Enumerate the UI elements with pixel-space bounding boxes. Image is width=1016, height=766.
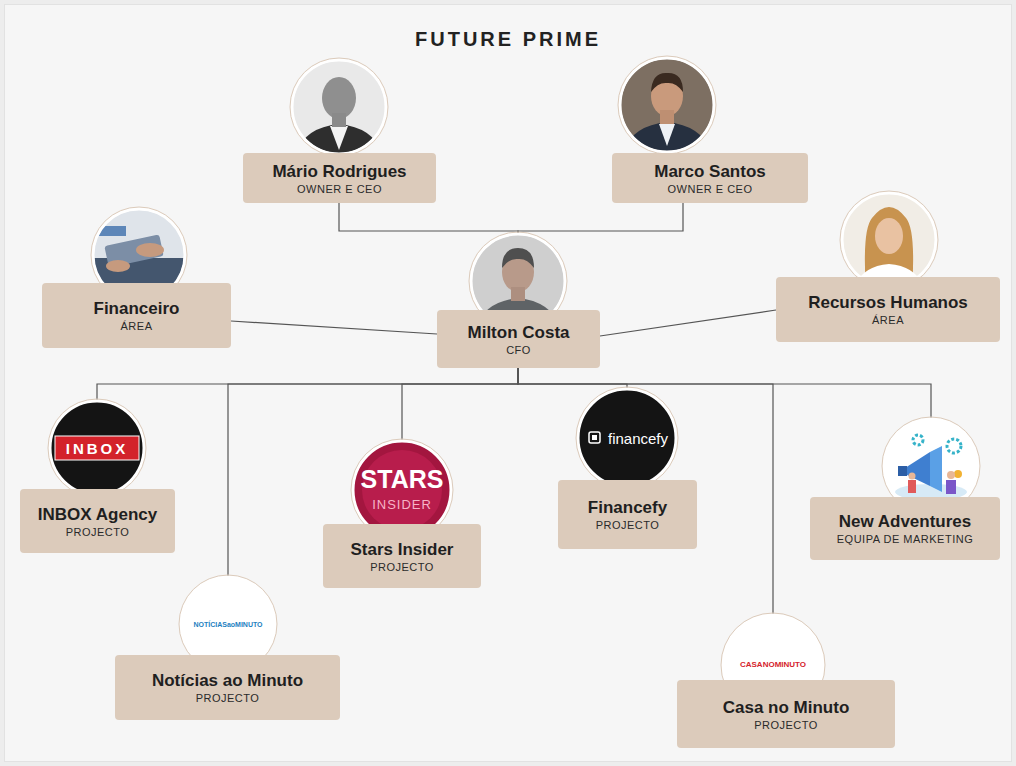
portrait — [290, 58, 390, 160]
org-box: Stars InsiderPROJECTO — [323, 524, 481, 588]
box-heading: Casa no Minuto — [723, 697, 850, 718]
box-subtitle: OWNER E CEO — [297, 182, 382, 196]
box-heading: Recursos Humanos — [808, 292, 968, 313]
box-heading: Marco Santos — [654, 161, 765, 182]
org-box: Recursos HumanosÁREA — [776, 277, 1000, 342]
box-subtitle: ÁREA — [872, 313, 904, 327]
org-connector — [231, 321, 437, 334]
org-box: Mário RodriguesOWNER E CEO — [243, 153, 436, 203]
background-panel — [4, 4, 1012, 762]
logo-text: NOTÍCIASaoMINUTO — [193, 621, 262, 628]
box-subtitle: PROJECTO — [196, 691, 260, 705]
box-heading: Financeiro — [94, 298, 180, 319]
org-box: Casa no MinutoPROJECTO — [677, 680, 895, 748]
box-subtitle: EQUIPA DE MARKETING — [837, 532, 973, 546]
org-box: Marco SantosOWNER E CEO — [612, 153, 808, 203]
diagram-title: FUTURE PRIME — [0, 28, 1016, 51]
org-connector — [600, 310, 776, 336]
org-box: Notícias ao MinutoPROJECTO — [115, 655, 340, 720]
box-subtitle: PROJECTO — [754, 718, 818, 732]
box-subtitle: ÁREA — [121, 319, 153, 333]
logo-text: financefy — [608, 431, 668, 446]
financefy-logo — [576, 387, 678, 489]
portrait — [618, 56, 718, 158]
org-connector — [518, 368, 931, 497]
org-box: FinanceiroÁREA — [42, 283, 231, 348]
org-box: Milton CostaCFO — [437, 310, 600, 368]
org-box: FinancefyPROJECTO — [558, 480, 697, 549]
org-box: New AdventuresEQUIPA DE MARKETING — [810, 497, 1000, 560]
connector-line — [518, 368, 931, 497]
logo-text: STARS — [361, 467, 444, 492]
box-subtitle: PROJECTO — [370, 560, 434, 574]
logo-text: CASANOMINUTO — [740, 661, 806, 669]
box-heading: Financefy — [588, 497, 667, 518]
org-box: INBOX AgencyPROJECTO — [20, 489, 175, 553]
box-heading: New Adventures — [839, 511, 972, 532]
box-heading: Notícias ao Minuto — [152, 670, 303, 691]
box-subtitle: OWNER E CEO — [668, 182, 753, 196]
logo-text: INSIDER — [372, 498, 432, 511]
box-heading: Milton Costa — [468, 322, 570, 343]
connector-line — [231, 321, 437, 334]
box-heading: Stars Insider — [351, 539, 454, 560]
box-subtitle: CFO — [506, 343, 531, 357]
box-heading: Mário Rodrigues — [272, 161, 406, 182]
box-subtitle: PROJECTO — [596, 518, 660, 532]
box-subtitle: PROJECTO — [66, 525, 130, 539]
connector-line — [600, 310, 776, 336]
connector-line — [97, 368, 518, 489]
box-heading: INBOX Agency — [38, 504, 157, 525]
inbox-logo — [48, 399, 146, 497]
org-connector — [97, 368, 518, 489]
logo-text: INBOX — [66, 441, 129, 456]
